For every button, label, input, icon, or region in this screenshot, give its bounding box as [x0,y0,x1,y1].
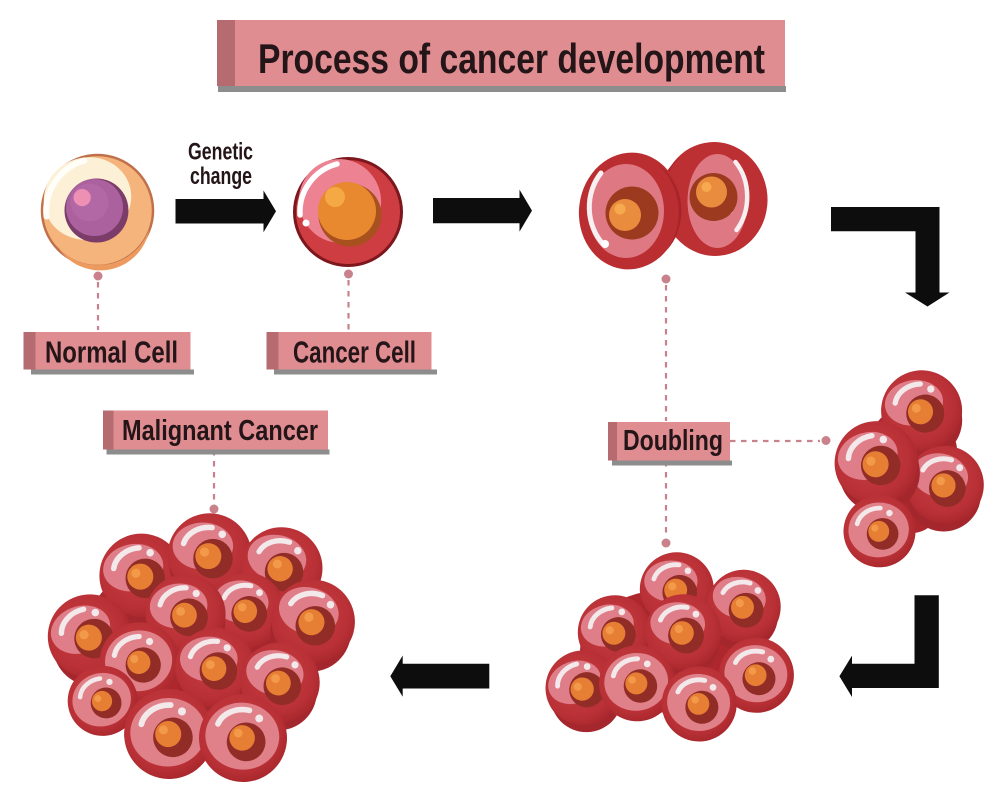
svg-text:Normal Cell: Normal Cell [45,336,178,370]
svg-text:Doubling: Doubling [623,425,723,457]
svg-text:Genetic: Genetic [188,139,253,166]
svg-text:Cancer Cell: Cancer Cell [293,336,416,370]
svg-text:change: change [190,163,252,190]
svg-text:Process of cancer development: Process of cancer development [258,35,765,82]
svg-text:Malignant Cancer: Malignant Cancer [122,415,318,447]
